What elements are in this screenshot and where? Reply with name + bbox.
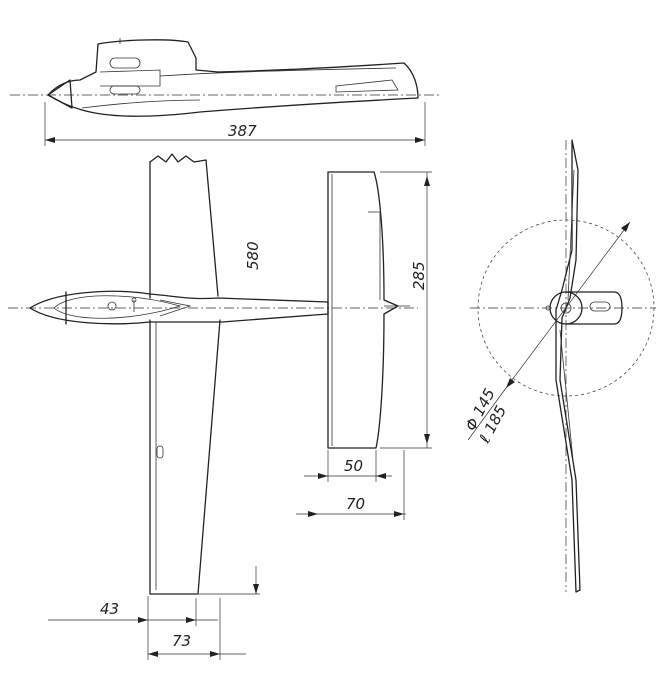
stab-overall-label: 70 (346, 495, 365, 513)
top-view: 580 285 50 70 43 73 (8, 153, 432, 660)
stab-chord-label: 50 (344, 457, 363, 475)
fuselage-length-label: 387 (228, 122, 257, 140)
front-view: Φ 145 ℓ 185 (462, 139, 656, 593)
stab-span-label: 285 (410, 261, 428, 290)
wing-half-span-label: 580 (244, 241, 262, 270)
wing-chord-label: 73 (172, 632, 191, 650)
side-view: 387 (10, 38, 440, 146)
wing-offset-label: 43 (100, 600, 119, 618)
